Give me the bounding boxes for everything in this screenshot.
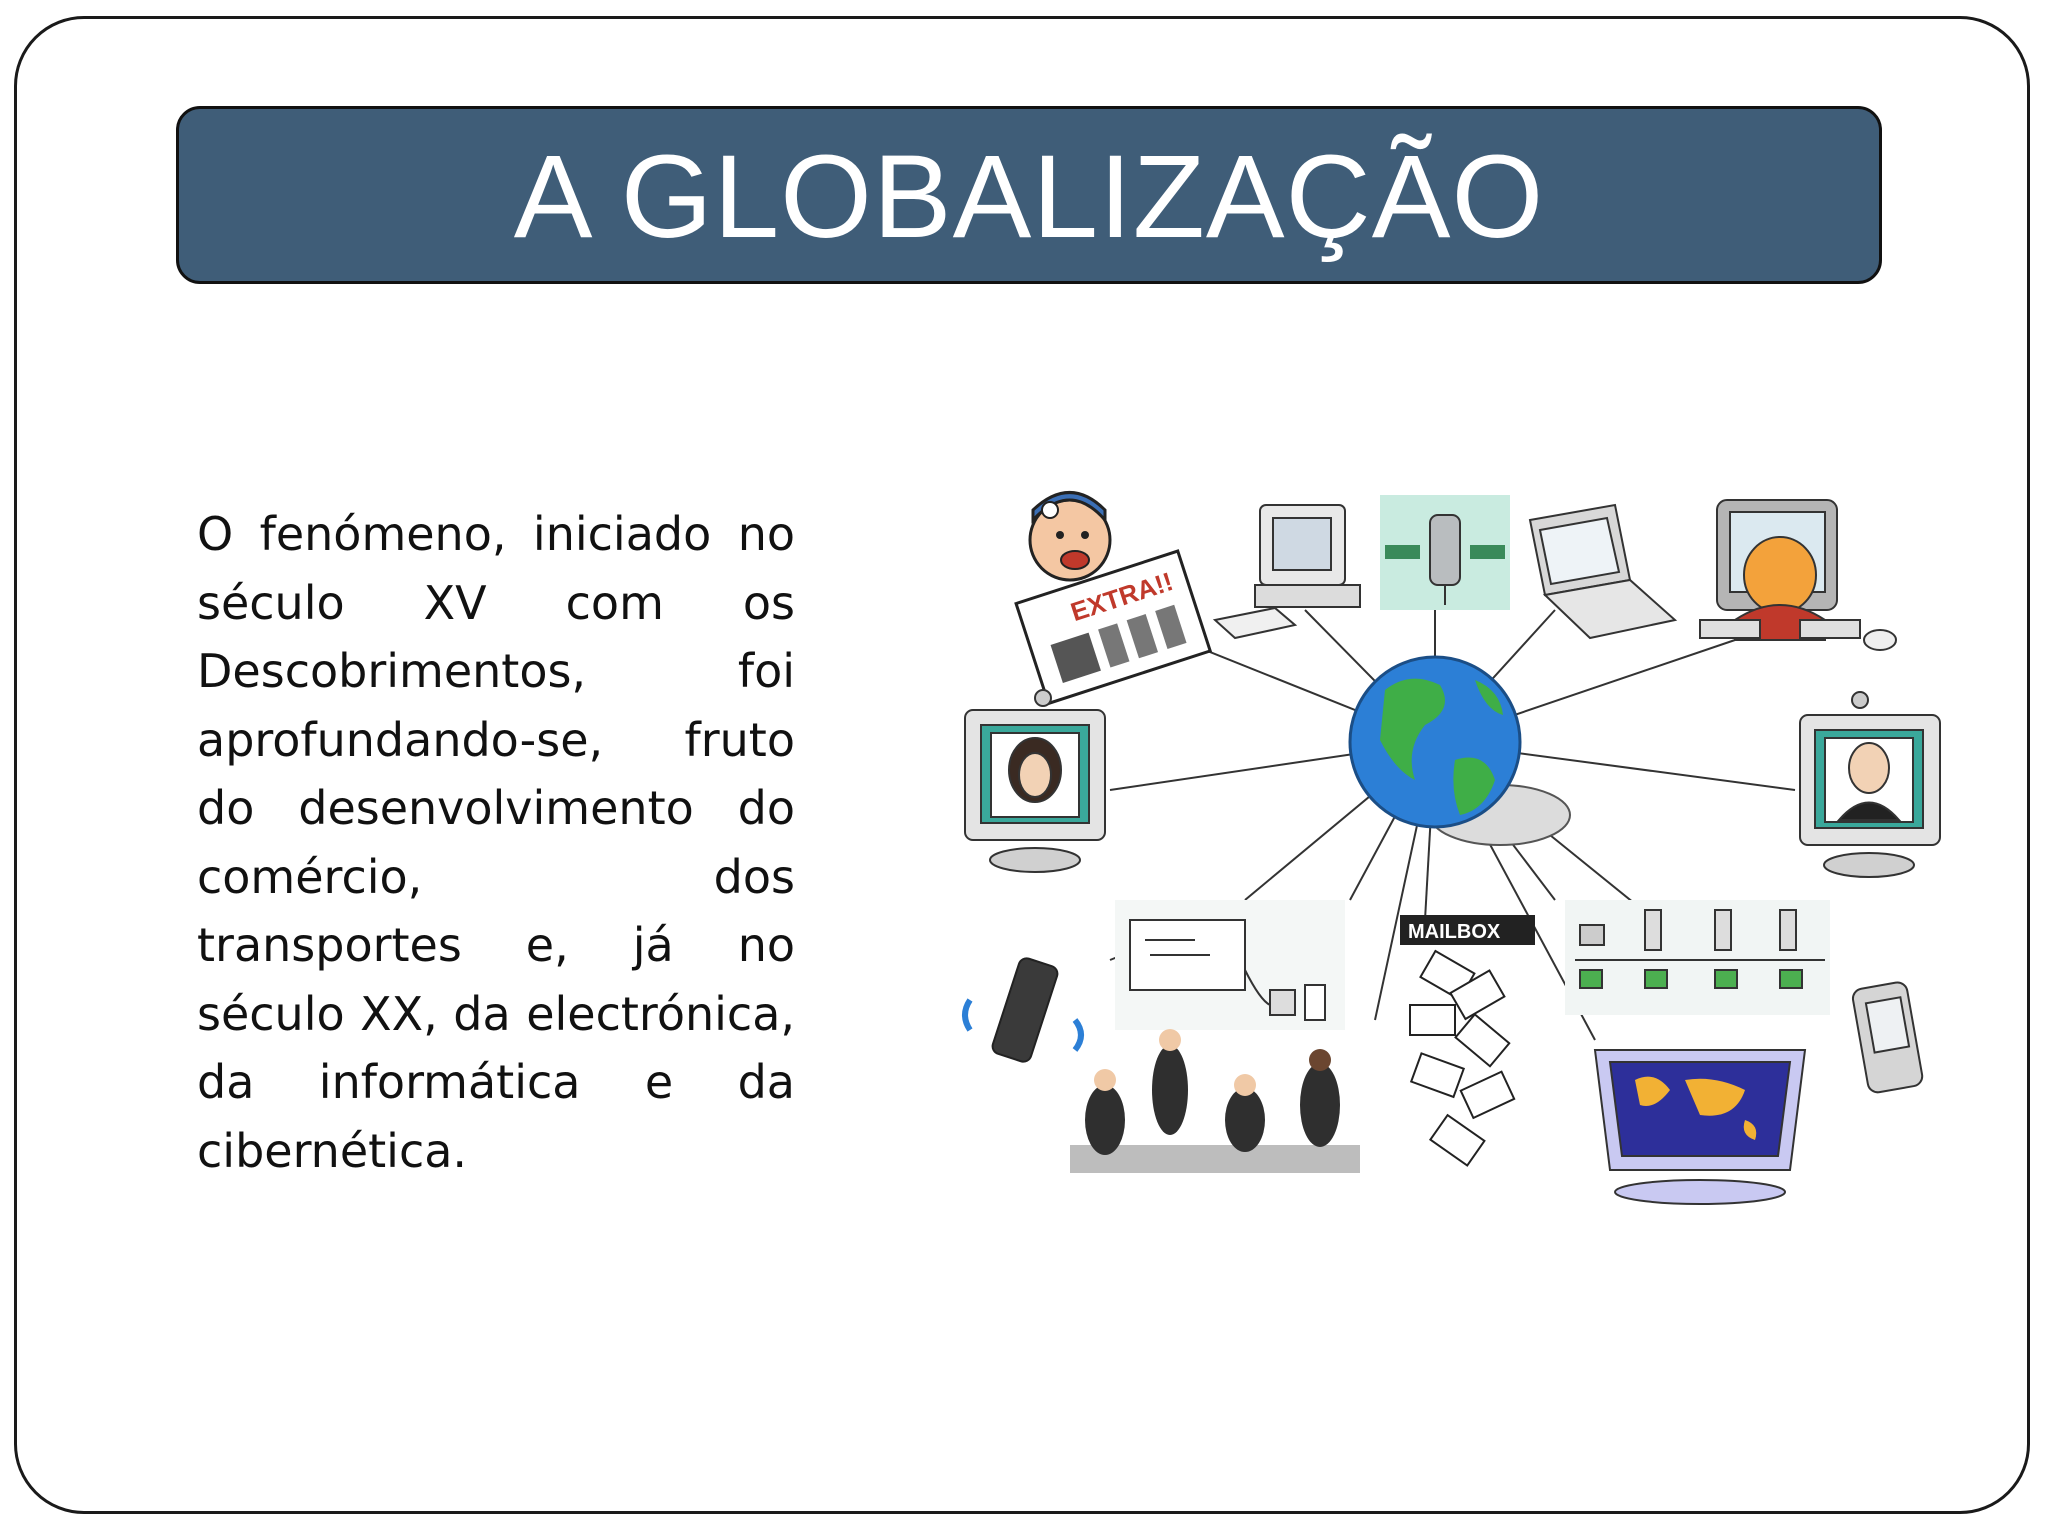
desktop-computer-icon [1212,504,1361,640]
mailbox-label: MAILBOX [1408,921,1501,943]
world-map-monitor-icon [1593,1049,1807,1205]
title-bar: A GLOBALIZAÇÃO [176,106,1882,284]
video-call-man-icon [1799,691,1941,878]
globe-icon [1348,655,1571,846]
body-paragraph: O fenómeno, iniciado no século XV com os… [197,507,795,1178]
satellite-icon [1380,495,1510,610]
laptop-icon [1528,503,1678,640]
network-servers-icon [1565,900,1830,1015]
video-call-woman-icon [964,689,1106,873]
mailbox-icon: MAILBOX [1400,915,1535,1167]
slide-title: A GLOBALIZAÇÃO [513,131,1545,263]
newspaper-boy-icon: EXTRA!! [1014,491,1213,706]
business-meeting-icon [1070,1029,1360,1173]
mobile-phone-icon [962,957,1084,1063]
pda-icon [1851,981,1924,1094]
computer-user-icon [1699,499,1897,651]
fax-modem-icon [1115,900,1345,1030]
globalization-network-illustration: EXTRA!! [962,491,1941,1205]
